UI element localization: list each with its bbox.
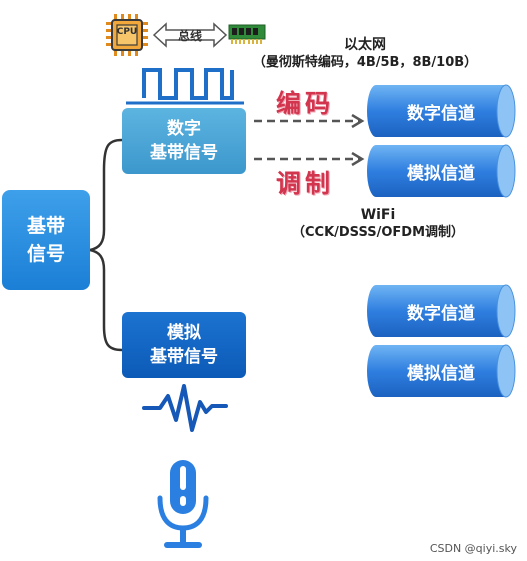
- bus-label: 总线: [177, 29, 202, 43]
- digital-channel-top-label: 数字信道: [407, 103, 475, 124]
- encode-label: 编码: [276, 89, 335, 118]
- analog-channel-bottom: 模拟信道: [366, 344, 516, 398]
- square-wave-icon: [124, 64, 246, 106]
- digital-channel-top: 数字信道: [366, 84, 516, 138]
- wifi-title: WiFi: [360, 207, 396, 223]
- digital-baseband-line2: 基带信号: [150, 143, 218, 163]
- analog-baseband-box: 模拟 基带信号: [122, 312, 246, 378]
- memory-stick-icon: [228, 22, 266, 46]
- baseband-signal-root: 基带 信号: [2, 190, 90, 290]
- digital-baseband-line1: 数字: [167, 119, 201, 139]
- modulate-label: 调制: [276, 169, 335, 198]
- root-line2: 信号: [26, 243, 65, 265]
- analog-channel-top-label: 模拟信道: [407, 163, 475, 184]
- root-line1: 基带: [26, 215, 65, 237]
- analog-channel-top: 模拟信道: [366, 144, 516, 198]
- modulate-arrow: [254, 152, 365, 166]
- cpu-icon: CPU: [104, 12, 150, 58]
- ethernet-title: 以太网: [344, 37, 386, 53]
- bus-arrow-icon: 总线: [152, 22, 228, 48]
- encode-arrow: [254, 114, 365, 128]
- analog-baseband-line1: 模拟: [167, 323, 201, 343]
- wifi-modulations: （CCK/DSSS/OFDM调制）: [291, 225, 465, 240]
- cpu-label: CPU: [116, 27, 138, 37]
- wifi-note: WiFi （CCK/DSSS/OFDM调制）: [268, 206, 488, 242]
- ethernet-encodings: （曼彻斯特编码，4B/5B，8B/10B）: [252, 55, 478, 70]
- analog-baseband-line2: 基带信号: [150, 347, 218, 367]
- digital-baseband-box: 数字 基带信号: [122, 108, 246, 174]
- watermark: CSDN @qiyi.sky: [429, 542, 517, 555]
- digital-channel-bottom-label: 数字信道: [407, 303, 475, 324]
- tree-connector: [89, 138, 123, 352]
- digital-channel-bottom: 数字信道: [366, 284, 516, 338]
- analog-channel-bottom-label: 模拟信道: [407, 363, 475, 384]
- analog-wave-icon: [140, 380, 230, 436]
- ethernet-note: 以太网 （曼彻斯特编码，4B/5B，8B/10B）: [240, 36, 490, 72]
- microphone-icon: [152, 458, 214, 552]
